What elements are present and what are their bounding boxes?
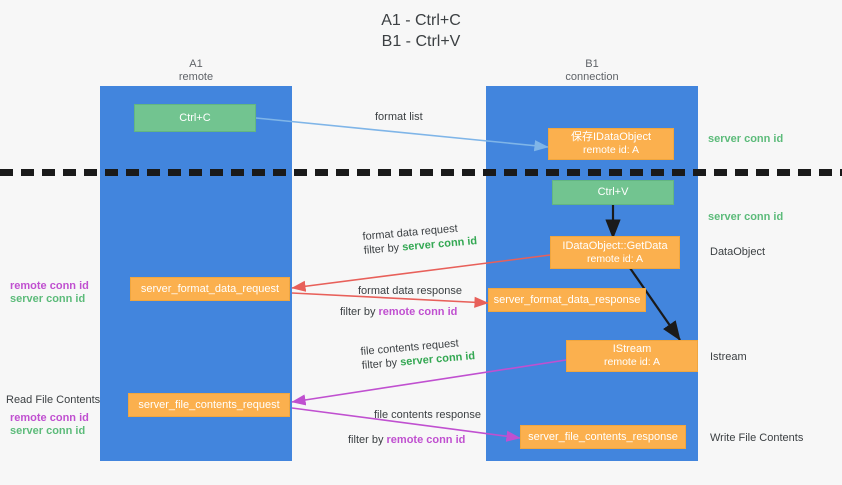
node-istream[interactable]: IStream remote id: A [566,340,698,372]
annotation-left-bottom-server-conn-id: server conn id [10,425,86,437]
lane-a1-sub: remote [178,71,214,83]
edge-label-format-data-response: format data response [358,284,462,298]
filter-prefix: filter by [348,434,387,446]
node-server-format-data-response[interactable]: server_format_data_response [488,288,646,312]
edge-label-file-contents-request: file contents request filter by server c… [360,335,476,373]
lane-a1-name: A1 [189,58,203,70]
title-line-2: B1 - Ctrl+V [381,33,461,50]
edge-file-contents-response-title: file contents response [374,409,482,421]
node-server-file-contents-response[interactable]: server_file_contents_response [520,425,686,449]
annotation-write-file-contents: Write File Contents [710,432,804,444]
phase-divider [0,169,842,176]
node-file-contents-response-label: server_file_contents_response [528,430,678,443]
node-idataobject-remote-id: remote id: A [582,144,640,156]
filter-prefix: filter by [361,356,401,372]
node-file-contents-request-label: server_file_contents_request [138,398,280,411]
filter-prefix: filter by [363,241,403,257]
edge-label-format-list: format list [375,111,423,123]
annotation-right-server-conn-id-top: server conn id [708,133,784,145]
lane-b1-sub: connection [565,71,619,83]
node-server-file-contents-request[interactable]: server_file_contents_request [128,393,290,417]
node-format-data-request-label: server_format_data_request [140,282,280,295]
lane-header-a1: A1 remote [100,58,292,84]
node-ctrl-v-label: Ctrl+V [597,186,629,198]
filter-key-remote-conn-id: remote conn id [386,434,466,446]
node-getdata-remote-id: remote id: A [586,252,644,265]
annotation-istream: Istream [710,351,747,363]
filter-key-remote-conn-id: remote conn id [378,306,458,318]
node-istream-remote-id: remote id: A [603,356,661,368]
diagram-title: A1 - Ctrl+C B1 - Ctrl+V [0,10,842,52]
node-ctrl-c[interactable]: Ctrl+C [134,104,256,132]
node-ctrl-c-label: Ctrl+C [179,111,211,124]
node-idataobject-getdata[interactable]: IDataObject::GetData remote id: A [550,236,680,269]
node-idataobject[interactable]: 保存IDataObject remote id: A [548,128,674,160]
edge-label-file-contents-response: file contents response [374,408,481,422]
filter-prefix: filter by [340,306,379,318]
title-line-1: A1 - Ctrl+C [381,12,461,29]
node-ctrl-v[interactable]: Ctrl+V [552,180,674,205]
node-idataobject-label: 保存IDataObject [570,131,652,143]
node-server-format-data-request[interactable]: server_format_data_request [130,277,290,301]
node-istream-label: IStream [612,343,652,355]
annotation-left-bottom-remote-conn-id: remote conn id [10,412,89,424]
annotation-read-file-contents: Read File Contents [6,394,101,406]
edge-format-data-response-title: format data response [358,285,462,297]
lane-header-b1: B1 connection [486,58,698,84]
edge-format-data-response-filter: filter by remote conn id [340,305,457,319]
edge-file-contents-response-filter: filter by remote conn id [348,433,465,447]
edge-label-format-data-request: format data request filter by server con… [362,220,478,258]
annotation-dataobject: DataObject [710,246,766,258]
node-getdata-label: IDataObject::GetData [562,239,668,252]
annotation-right-server-conn-id-mid: server conn id [708,211,784,223]
annotation-left-server-conn-id: server conn id [10,293,86,305]
annotation-left-remote-conn-id: remote conn id [10,280,89,292]
lane-b1-name: B1 [585,58,599,70]
node-format-data-response-label: server_format_data_response [493,293,641,306]
